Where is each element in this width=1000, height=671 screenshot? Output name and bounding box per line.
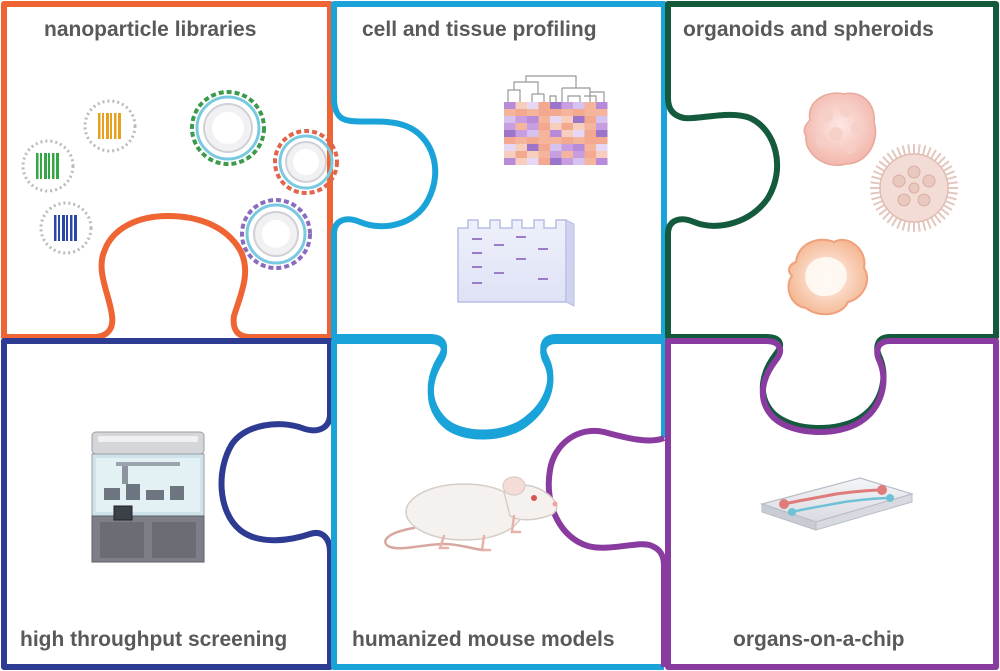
mouse-icon [384, 476, 558, 552]
piece-outline-organoids [665, 1, 999, 431]
piece-label-humanized-mouse: humanized mouse models [352, 628, 615, 651]
organoid-icon [787, 238, 869, 316]
microfluidic-chip-icon [759, 477, 915, 531]
piece-outline-organs-on-chip [665, 338, 999, 670]
coated-nanoparticle-icon [273, 129, 339, 195]
piece-outline-cell-tissue [331, 1, 667, 436]
piece-outline-nanoparticle [1, 1, 333, 340]
heatmap-icon [504, 75, 608, 165]
organoid-icon [803, 92, 877, 166]
piece-label-organs-on-chip: organs-on-a-chip [733, 628, 905, 651]
piece-label-high-throughput: high throughput screening [20, 628, 288, 651]
coated-nanoparticle-icon [190, 90, 266, 166]
piece-label-organoids: organoids and spheroids [683, 18, 934, 41]
barcoded-nanoparticle-icon [83, 99, 137, 153]
liquid-handling-robot-icon [91, 431, 205, 563]
spheroid-icon [870, 144, 958, 232]
piece-label-cell-tissue: cell and tissue profiling [362, 18, 597, 41]
gel-electrophoresis-icon [457, 219, 575, 307]
piece-label-nanoparticle: nanoparticle libraries [44, 18, 257, 41]
piece-outline-high-throughput [1, 338, 333, 670]
barcoded-nanoparticle-icon [39, 201, 93, 255]
piece-outline-humanized-mouse [331, 338, 667, 670]
coated-nanoparticle-icon [240, 198, 312, 270]
barcoded-nanoparticle-icon [21, 139, 75, 193]
piece-edge-humanized-mouse-right [545, 427, 667, 667]
